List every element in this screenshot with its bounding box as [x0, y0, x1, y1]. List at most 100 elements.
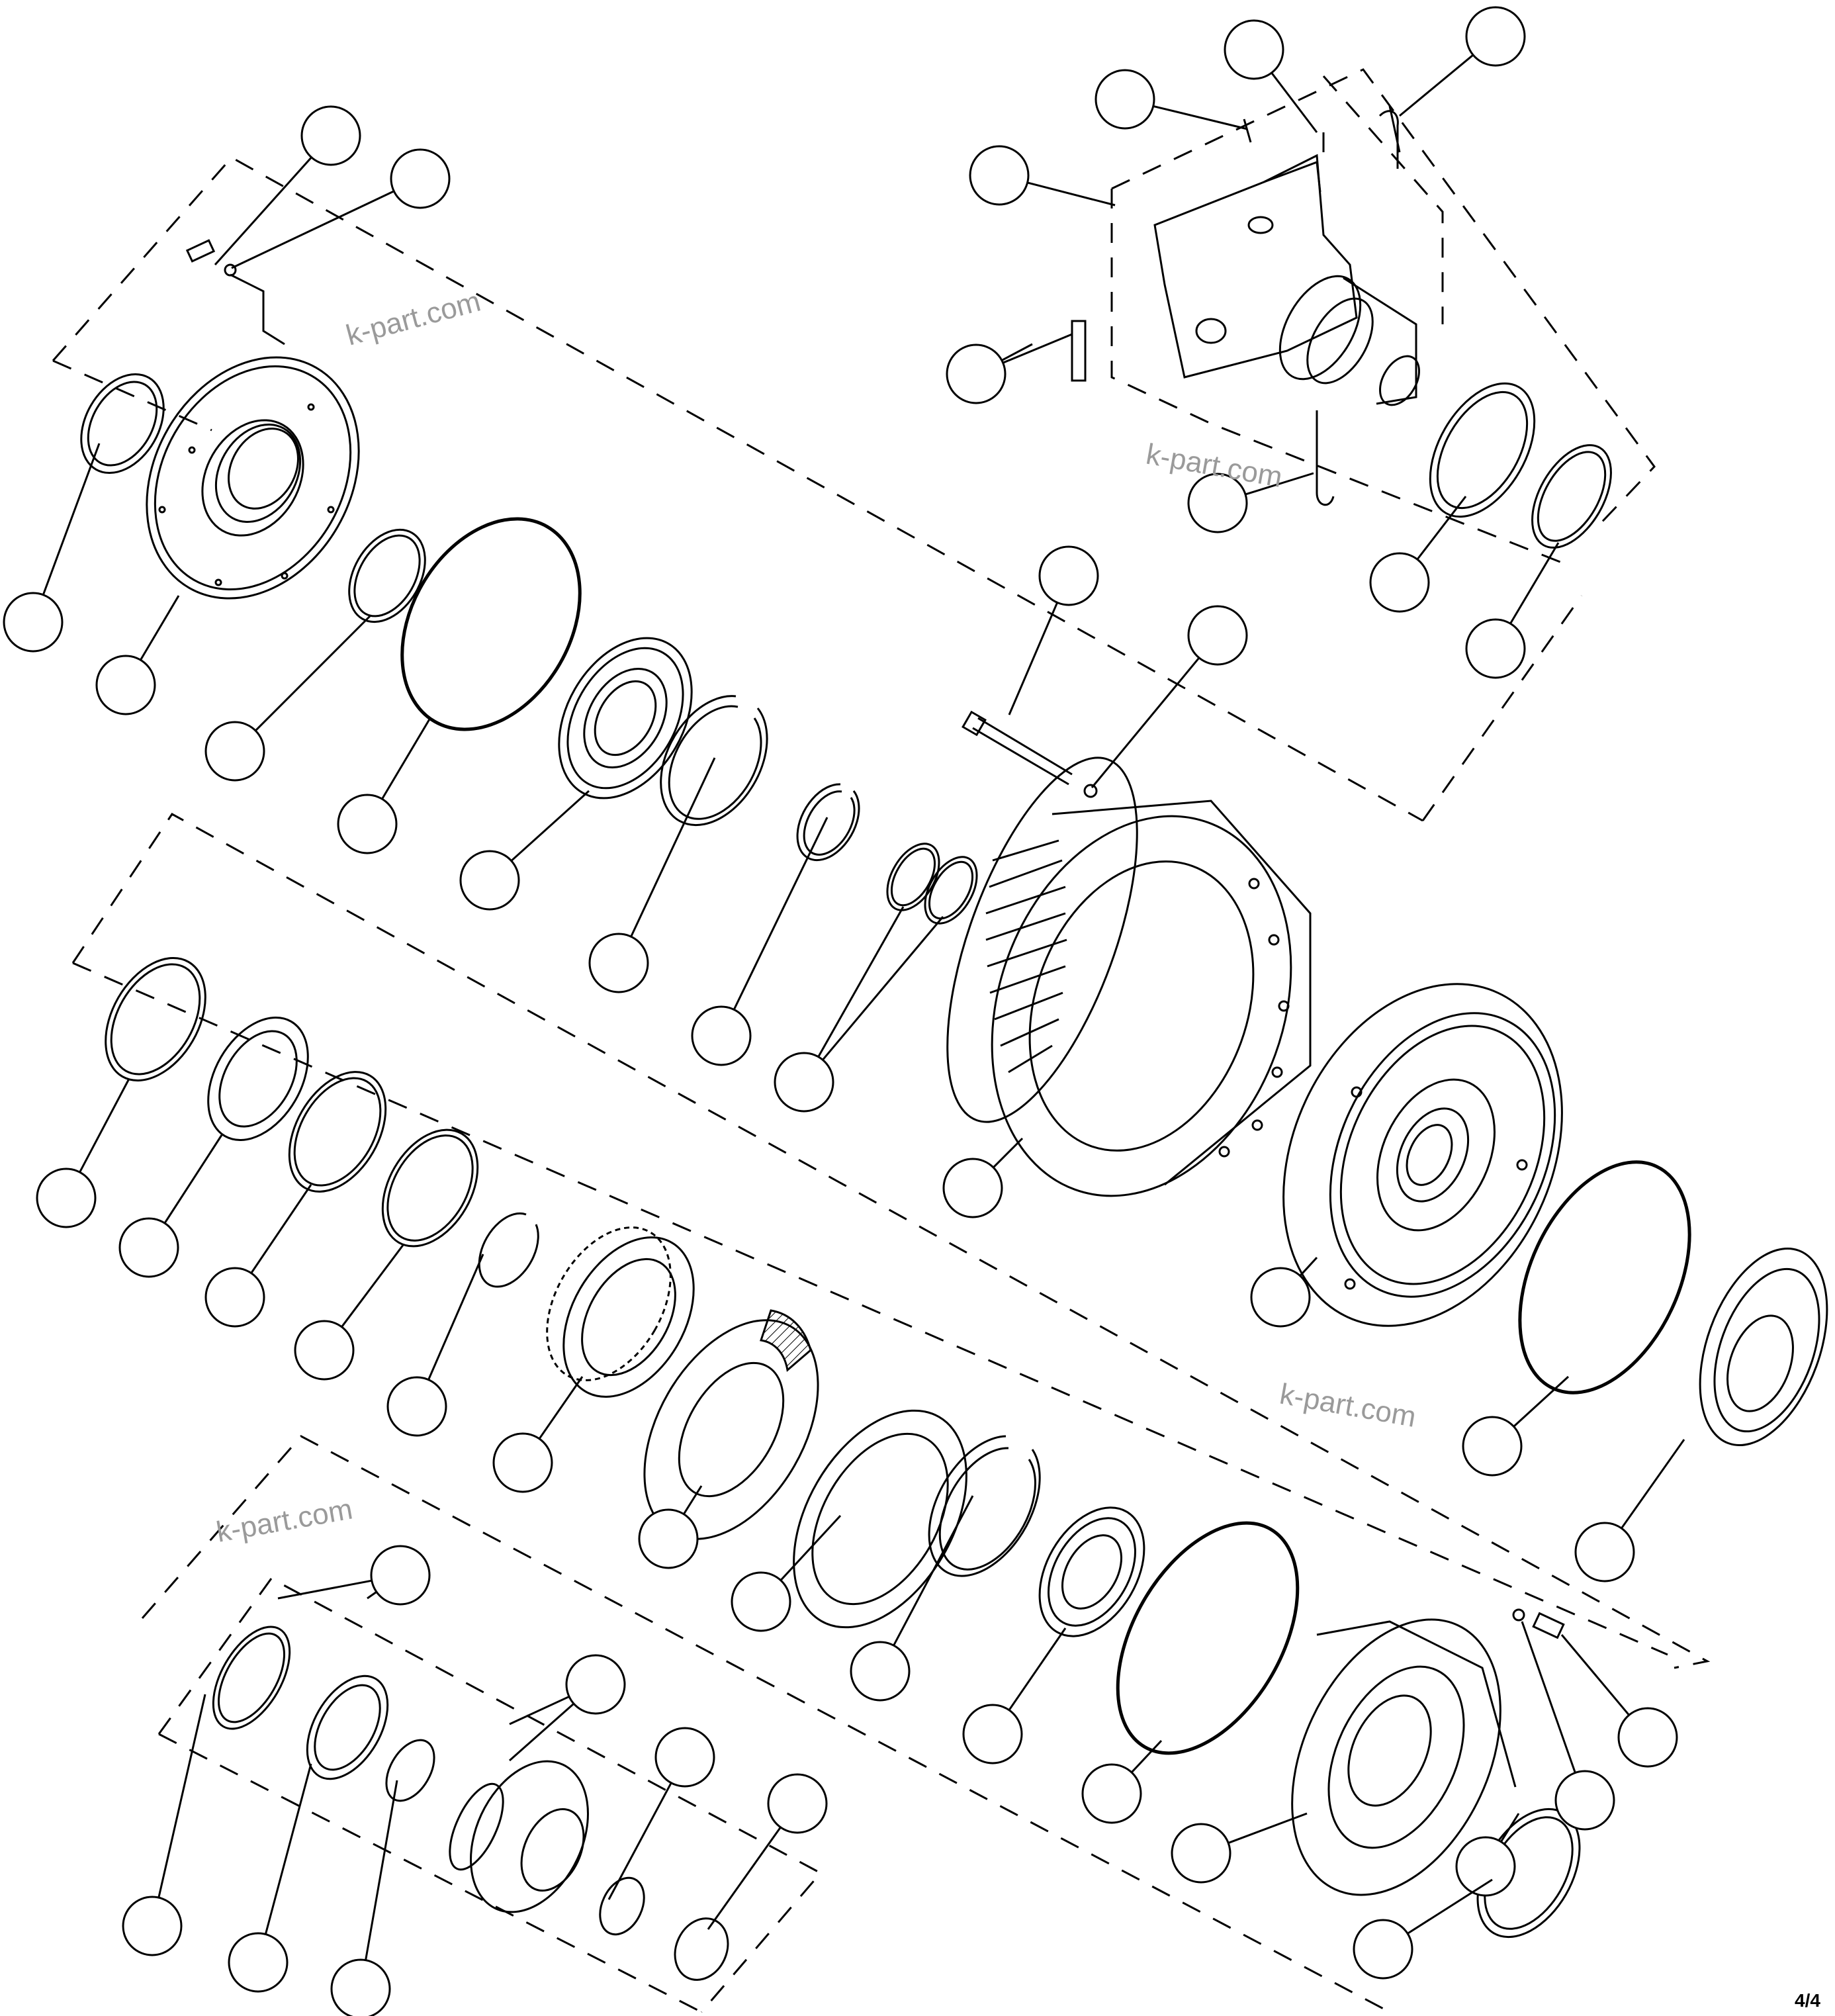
screw-bottom-part: [1512, 1608, 1565, 1639]
callout-balloon: [638, 1508, 699, 1569]
callout-balloon: [204, 1267, 265, 1328]
callout-balloon: [969, 145, 1030, 206]
figure-code: 4/4: [1795, 1990, 1820, 2011]
callout-balloon: [1617, 1707, 1678, 1768]
callout-balloon: [337, 794, 398, 854]
callout-leader-line: [1560, 1634, 1630, 1716]
callout-leader-line: [1621, 1439, 1685, 1529]
callout-leader-line: [1003, 333, 1073, 364]
assembly-outline-valve: [1110, 68, 1656, 564]
long-bolt-part: [962, 710, 1098, 798]
callout-leader-line: [733, 817, 828, 1011]
callout-leader-line: [509, 1703, 575, 1762]
callout-leader-line: [255, 614, 372, 731]
hub-group-part: [212, 1626, 729, 1981]
callout-leader-line: [277, 1579, 373, 1600]
callout-leader-line: [509, 1696, 570, 1725]
callout-balloon: [942, 1158, 1003, 1218]
callout-leader-line: [780, 1514, 842, 1581]
bearing-top-part: [558, 637, 693, 800]
callout-leader-line: [1271, 72, 1318, 133]
callout-leader-line: [250, 1184, 312, 1274]
middle-rings-part: [105, 957, 539, 1288]
callout-leader-line: [1153, 105, 1248, 130]
callout-leader-line: [231, 190, 394, 269]
callout-leader-line: [1500, 1813, 1520, 1843]
callout-balloon: [228, 1932, 289, 1993]
callout-balloon: [946, 344, 1007, 404]
callout-leader-line: [157, 1694, 206, 1898]
callout-balloon: [1081, 1763, 1142, 1824]
callout-leader-line: [79, 1078, 130, 1173]
callout-leader-line: [1399, 54, 1474, 117]
callout-leader-line: [993, 1137, 1024, 1168]
callout-balloon: [118, 1217, 179, 1278]
callout-balloons: [3, 6, 1685, 2016]
callout-leader-line: [341, 1244, 405, 1328]
clutch-hub-part: [546, 1226, 695, 1398]
callout-leader-line: [365, 1780, 398, 1960]
callout-balloon: [731, 1571, 791, 1632]
callout-leader-line: [893, 1495, 974, 1646]
callout-balloon: [36, 1168, 97, 1228]
watermark: k-part.com: [343, 285, 484, 352]
callout-balloon: [3, 592, 64, 653]
callout-leader-line: [1228, 1812, 1308, 1844]
callout-leader-line: [1130, 1739, 1163, 1773]
callout-leader-line: [42, 443, 101, 596]
callout-balloon: [1171, 1823, 1231, 1884]
callout-leader-line: [264, 1763, 312, 1935]
callout-leader-line: [1299, 1256, 1318, 1277]
callout-balloon: [1465, 6, 1526, 67]
callout-balloon: [1554, 1770, 1615, 1831]
callout-balloon: [300, 105, 361, 166]
callout-balloon: [95, 655, 156, 715]
callout-balloon: [850, 1641, 911, 1702]
callout-leader-line: [707, 1826, 782, 1930]
callout-balloon: [774, 1052, 834, 1113]
valve-seals-part: [1429, 382, 1612, 549]
callout-balloon: [588, 933, 649, 993]
callout-leader-line: [1091, 657, 1200, 788]
callout-leader-line: [1245, 472, 1314, 496]
callout-leader-line: [607, 1782, 672, 1900]
callout-balloon: [390, 148, 451, 209]
callout-leader-line: [1509, 542, 1560, 624]
callout-balloon: [691, 1005, 752, 1066]
snap-ring-b-part: [796, 783, 860, 861]
bearing-middle-part: [1038, 1506, 1145, 1637]
callout-balloon: [386, 1376, 447, 1437]
callout-leader-line: [163, 1134, 223, 1224]
callout-balloon: [492, 1432, 553, 1493]
callout-leader-line: [630, 757, 716, 937]
watermark: k-part.com: [1277, 1378, 1418, 1434]
assembly-outline-top: [52, 156, 1583, 822]
callout-leader-line: [381, 717, 431, 800]
snap-ring-c-part: [928, 1435, 1041, 1577]
callout-leader-line: [1027, 181, 1116, 206]
callout-leader-line: [1416, 496, 1467, 561]
callout-balloon: [294, 1320, 355, 1381]
callout-leader-line: [817, 906, 905, 1058]
snap-ring-a-part: [660, 695, 768, 827]
snap-ring-small-part: [348, 528, 426, 623]
callout-balloon: [962, 1704, 1023, 1764]
callout-balloon: [122, 1896, 183, 1956]
callout-leader-line: [538, 1376, 584, 1440]
piston-ring-part: [1699, 1247, 1828, 1447]
valve-block-part: [1071, 105, 1420, 506]
assembly-outline-bottom: [141, 1435, 1390, 2013]
callout-balloon: [1369, 552, 1430, 613]
housing-part: [1282, 983, 1563, 1327]
seal-pair-part: [886, 843, 978, 925]
callout-leader-line: [1521, 1621, 1576, 1773]
o-ring-large-part: [400, 517, 582, 731]
callout-leader-line: [214, 156, 312, 266]
callout-balloon: [767, 1773, 828, 1834]
callout-leader-line: [683, 1485, 703, 1515]
callout-leader-line: [1008, 602, 1059, 715]
callout-balloon: [565, 1654, 626, 1715]
callout-balloon: [1187, 605, 1248, 666]
callout-balloon: [330, 1958, 391, 2016]
